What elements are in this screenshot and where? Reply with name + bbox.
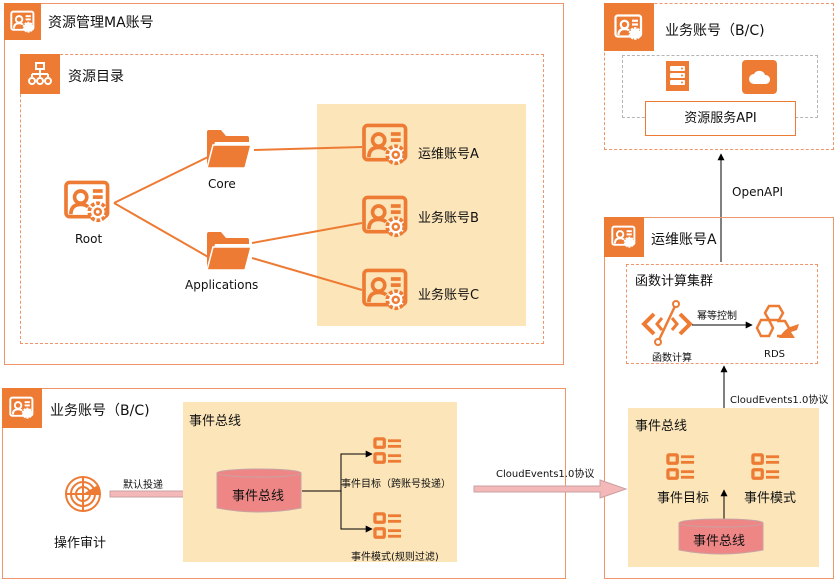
- line-root-core: [113, 155, 211, 204]
- ops-eventbus-title: 事件总线: [635, 419, 688, 434]
- biz-account-top-container: [604, 3, 834, 150]
- function-compute-icon: [641, 300, 693, 346]
- account-b-label: 业务账号B: [418, 211, 479, 226]
- server-icon: [666, 61, 689, 91]
- event-pattern-icon: [373, 512, 403, 540]
- resource-directory-badge: [20, 54, 60, 94]
- member-accounts-zone: [317, 104, 526, 326]
- cross-account-arrow: [473, 479, 628, 499]
- cross-account-protocol-label: CloudEvents1.0协议: [496, 469, 595, 480]
- root-label: Root: [75, 232, 103, 246]
- ops-account-container: [604, 217, 834, 579]
- audit-radar-icon: [65, 476, 101, 512]
- line-core-account-a: [253, 146, 363, 151]
- fc-cluster-title: 函数计算集群: [635, 274, 714, 289]
- rds-label: RDS: [764, 349, 785, 360]
- idempotent-label: 幂等控制: [697, 311, 737, 322]
- ma-account-title: 资源管理MA账号: [48, 15, 154, 31]
- ops-account-title: 运维账号A: [651, 232, 717, 248]
- rds-icon: [755, 304, 799, 338]
- resource-directory-title: 资源目录: [68, 69, 124, 85]
- ops-eventbus-cylinder-label: 事件总线: [693, 534, 746, 549]
- folder-core-label: Core: [208, 177, 236, 191]
- openapi-label: OpenAPI: [732, 185, 784, 199]
- account-c-label: 业务账号C: [418, 288, 480, 303]
- ma-account-container: [4, 3, 564, 365]
- ops-event-target-label: 事件目标: [657, 491, 710, 506]
- biz-event-target-label: 事件目标（跨账号投递）: [341, 479, 451, 490]
- biz-eventbus-cylinder-label: 事件总线: [232, 489, 285, 504]
- biz-account-bottom-container: [2, 388, 566, 579]
- event-target-icon: [373, 437, 403, 465]
- resource-api-button[interactable]: 资源服务API: [645, 101, 796, 136]
- folder-applications-label: Applications: [185, 278, 259, 292]
- fc-cluster-container: [626, 264, 818, 364]
- line-applications-account-b: [251, 222, 363, 244]
- biz-event-pattern-label: 事件模式(规则过滤): [351, 552, 439, 563]
- biz-account-bottom-badge: [2, 388, 42, 428]
- biz-eventbus-cylinder[interactable]: [216, 468, 302, 514]
- biz-account-top-badge: [604, 3, 654, 51]
- ma-account-badge: [4, 3, 41, 40]
- biz-eventbus-title: 事件总线: [189, 414, 242, 429]
- account-a-label: 运维账号A: [418, 147, 479, 162]
- biz-account-bottom-title: 业务账号（B/C): [50, 403, 150, 419]
- resource-api-label: 资源服务API: [684, 111, 757, 126]
- ops-event-pattern-label: 事件模式: [744, 491, 797, 506]
- org-tree-icon: [28, 62, 52, 85]
- line-root-applications: [113, 202, 211, 259]
- ops-eventbus-cylinder[interactable]: [678, 518, 764, 556]
- default-deliver-label: 默认投递: [123, 480, 163, 491]
- cloudevents-up-label: CloudEvents1.0协议: [730, 395, 829, 406]
- cloud-icon: [742, 60, 777, 94]
- ops-account-badge: [604, 217, 644, 257]
- resource-directory-container: [20, 54, 544, 344]
- fc-label: 函数计算: [652, 353, 692, 364]
- audit-label: 操作审计: [54, 536, 107, 551]
- line-applications-account-c: [251, 257, 363, 291]
- biz-account-top-title: 业务账号（B/C): [665, 23, 765, 39]
